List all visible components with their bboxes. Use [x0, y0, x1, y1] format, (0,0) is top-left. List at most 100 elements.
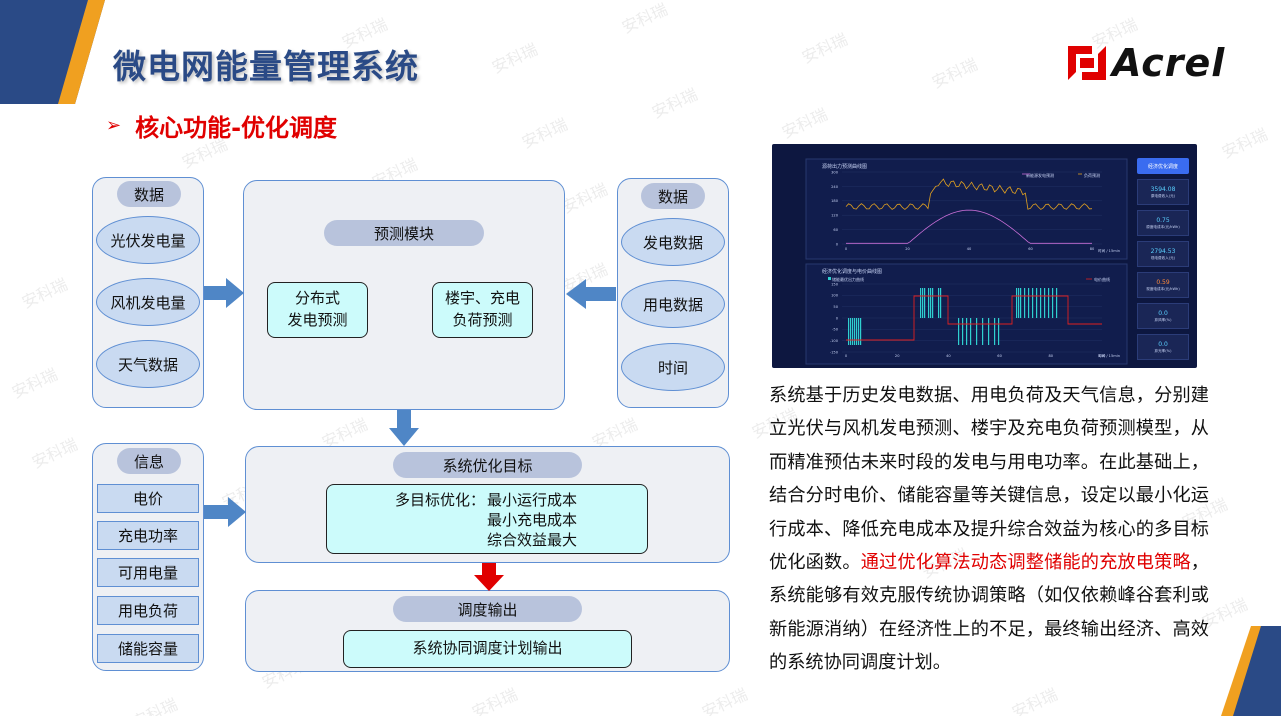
bottom-y-tick: 150 — [831, 282, 839, 286]
top-y-tick: 300 — [831, 170, 839, 174]
dispatch-plan-output-box: 系统协同调度计划输出 — [343, 630, 632, 668]
watermark-text: 安科瑞 — [8, 364, 61, 403]
acrel-logo-mark-icon — [1068, 46, 1106, 80]
side-stat-label: 现电费收入(元) — [1150, 255, 1176, 260]
side-stat-label: 弃风率(%) — [1154, 317, 1172, 322]
section-subtitle: ➢ 核心功能-优化调度 — [106, 108, 337, 143]
storage-bar — [1056, 288, 1058, 318]
watermark-text: 安科瑞 — [488, 39, 541, 78]
arrow-down-icon — [389, 410, 419, 446]
side-stat-value: 0.75 — [1156, 216, 1170, 224]
storage-bar — [860, 318, 862, 345]
consumption-data-item: 用电数据 — [621, 280, 725, 328]
arrow-left-icon — [566, 279, 616, 309]
storage-bar — [966, 318, 968, 345]
top-chart-title: 源荷出力预测曲线图 — [822, 163, 867, 170]
bottom-y-tick: -50 — [832, 328, 839, 332]
storage-bar — [854, 318, 856, 345]
bottom-x-tick: 20 — [895, 354, 900, 358]
bottom-y-tick: -150 — [830, 350, 839, 354]
storage-bar — [928, 288, 930, 318]
dashboard-charts: 源荷出力预测曲线图 经济优化调度与电价曲线图 新能源发电预测 负荷预测 储能最优… — [805, 158, 1128, 365]
top-x-tick: 0 — [845, 247, 848, 251]
info-item-electricity-load: 用电负荷 — [97, 596, 199, 625]
description-text: 系统基于历史发电数据、用电负荷及天气信息，分别建立光伏与风机发电预测、楼宇及充电… — [769, 379, 1209, 680]
watermark-text: 安科瑞 — [1218, 124, 1271, 163]
bottom-y-tick: 100 — [831, 294, 839, 298]
bottom-x-tick: 40 — [946, 354, 951, 358]
storage-bar — [1032, 288, 1034, 318]
top-pv-forecast-line — [846, 209, 1092, 244]
corner-decoration-top-left — [0, 0, 105, 104]
watermark-text: 安科瑞 — [928, 54, 981, 93]
goal-min-charging-cost: 最小充电成本 — [487, 511, 578, 529]
distributed-generation-forecast-box: 分布式 发电预测 — [267, 282, 368, 338]
subtitle-text: 核心功能-优化调度 — [135, 114, 338, 142]
forecast-module-title: 预测模块 — [324, 220, 484, 246]
description-part1: 系统基于历史发电数据、用电负荷及天气信息，分别建立光伏与风机发电预测、楼宇及充电… — [769, 385, 1209, 574]
storage-bar — [1016, 288, 1018, 318]
storage-bar — [1052, 288, 1054, 318]
watermark-text: 安科瑞 — [698, 684, 751, 716]
storage-bar — [1040, 288, 1042, 318]
top-y-tick: 120 — [831, 214, 839, 218]
info-panel — [92, 443, 204, 671]
side-stat-value: 0.0 — [1158, 309, 1168, 317]
building-charging-load-forecast-box: 楼宇、充电 负荷预测 — [432, 282, 533, 338]
side-stat-label: 原度电成本(元/kWh) — [1146, 224, 1180, 229]
bottom-x-tick: 80 — [1049, 354, 1054, 358]
description-highlight: 通过优化算法动态调整储能的充放电策略 — [860, 552, 1191, 574]
bottom-legend-storage: 储能最优出力曲线 — [832, 276, 864, 282]
arrow-right-icon-info — [204, 497, 246, 527]
watermark-text: 安科瑞 — [558, 179, 611, 218]
storage-bar — [856, 318, 858, 345]
storage-bar — [850, 318, 852, 345]
storage-bar — [852, 318, 854, 345]
bottom-legend-storage-swatch — [828, 277, 831, 280]
top-x-unit: 时间 / 15min — [1098, 248, 1120, 253]
economic-dispatch-button[interactable]: 经济优化调度 — [1137, 158, 1189, 174]
info-item-charging-power: 充电功率 — [97, 521, 199, 550]
data-panel-right-title: 数据 — [641, 183, 705, 209]
storage-bar — [848, 318, 850, 345]
side-stat-value: 2794.53 — [1150, 247, 1176, 255]
info-panel-title: 信息 — [117, 448, 181, 474]
watermark-text: 安科瑞 — [128, 694, 181, 716]
top-x-tick: 60 — [1028, 247, 1033, 251]
info-item-electricity-price: 电价 — [97, 484, 199, 513]
storage-bar — [1024, 288, 1026, 318]
storage-bar — [1036, 288, 1038, 318]
storage-bar — [1048, 288, 1050, 318]
side-stat-value: 3594.08 — [1150, 185, 1176, 193]
optimization-objective-title: 系统优化目标 — [393, 452, 582, 478]
storage-bar — [998, 318, 1000, 345]
bottom-x-tick: 60 — [997, 354, 1002, 358]
bottom-y-tick: -100 — [830, 339, 839, 343]
generation-data-item: 发电数据 — [621, 218, 725, 266]
dispatch-output-title: 调度输出 — [393, 596, 582, 622]
storage-bar — [858, 318, 860, 345]
storage-bar — [922, 288, 924, 318]
watermark-text: 安科瑞 — [18, 274, 71, 313]
watermark-text: 安科瑞 — [518, 114, 571, 153]
storage-bar — [962, 318, 964, 345]
acrel-logo: Acrel — [1066, 40, 1246, 86]
side-stat-label: 原电费收入(元) — [1150, 193, 1176, 198]
storage-bar — [920, 288, 922, 318]
bottom-y-tick: 50 — [833, 305, 838, 309]
bottom-legend-price: 电价曲线 — [1094, 276, 1110, 282]
price-line — [846, 295, 1102, 341]
top-y-tick: 240 — [831, 185, 839, 189]
arrow-down-red-icon — [474, 563, 504, 591]
top-x-tick: 80 — [1090, 247, 1095, 251]
goal-max-overall-benefit: 综合效益最大 — [487, 531, 578, 549]
top-y-tick: 0 — [836, 242, 839, 246]
top-x-tick: 40 — [967, 247, 972, 251]
side-stat-value: 0.0 — [1158, 340, 1168, 348]
bottom-x-unit: 时间 / 15min — [1098, 353, 1120, 358]
side-stat-label: 弃光率(%) — [1154, 348, 1172, 353]
